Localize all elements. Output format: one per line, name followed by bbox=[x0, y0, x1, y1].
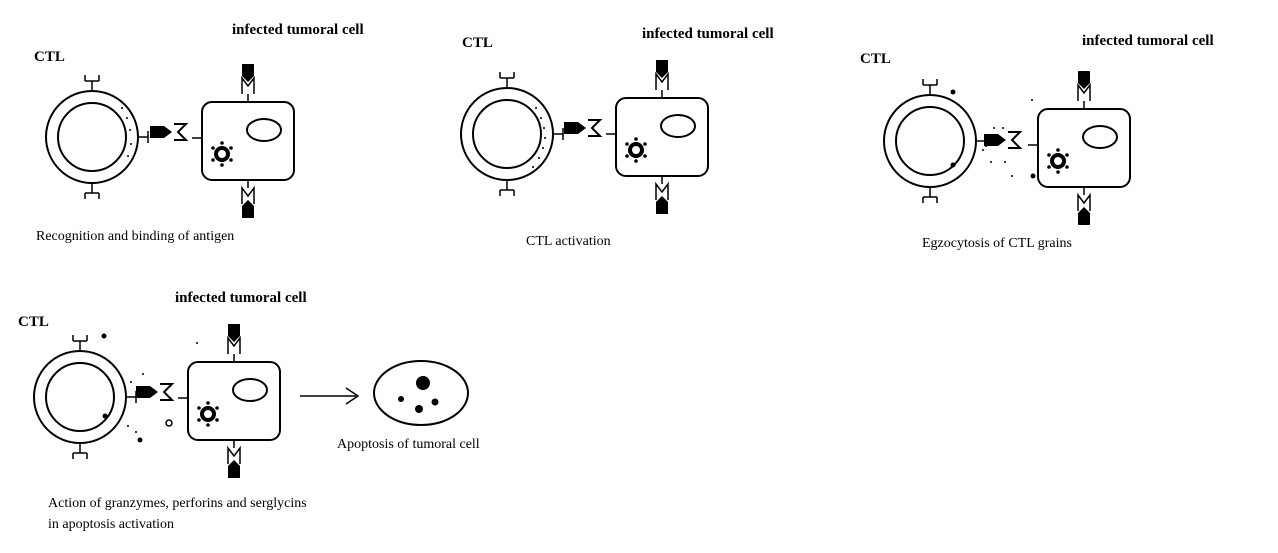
caption-line-2: in apoptosis activation bbox=[48, 517, 174, 532]
target-label: infected tumoral cell bbox=[642, 26, 774, 42]
ctl-label: CTL bbox=[462, 35, 493, 51]
target-label: infected tumoral cell bbox=[232, 22, 364, 38]
caption: Egzocytosis of CTL grains bbox=[922, 236, 1072, 251]
ctl-cell bbox=[45, 74, 149, 200]
perforin-pore bbox=[165, 419, 173, 427]
ctl-cell bbox=[883, 78, 987, 204]
panel-apoptosis-activation: CTL infected tumoral cell Apoptosis of t… bbox=[18, 290, 480, 532]
caption: Recognition and binding of antigen bbox=[36, 229, 234, 244]
binding-complex bbox=[983, 131, 1021, 149]
ctl-cell bbox=[33, 334, 137, 460]
caption-line-1: Action of granzymes, perforins and sergl… bbox=[48, 496, 307, 511]
released-granules bbox=[101, 333, 198, 443]
result-caption: Apoptosis of tumoral cell bbox=[337, 437, 480, 452]
target-label: infected tumoral cell bbox=[175, 290, 307, 306]
target-cell bbox=[191, 63, 295, 219]
ctl-label: CTL bbox=[860, 51, 891, 67]
ctl-label: CTL bbox=[34, 49, 65, 65]
target-cell bbox=[1027, 70, 1131, 226]
binding-complex bbox=[149, 123, 187, 141]
binding-complex bbox=[563, 119, 601, 137]
transition-arrow bbox=[300, 387, 360, 405]
panel-activation: CTL infected tumoral cell CTL activation bbox=[460, 26, 774, 249]
caption: CTL activation bbox=[526, 234, 611, 249]
ctl-granules bbox=[121, 107, 132, 157]
target-cell bbox=[605, 59, 709, 215]
ctl-granules bbox=[532, 107, 546, 168]
apoptotic-cell bbox=[373, 360, 469, 426]
ctl-cell bbox=[460, 71, 564, 197]
binding-complex bbox=[135, 383, 173, 401]
panel-exocytosis: CTL infected tumoral cell Egzocytosis of… bbox=[860, 33, 1214, 251]
target-label: infected tumoral cell bbox=[1082, 33, 1214, 49]
ctl-label: CTL bbox=[18, 314, 49, 330]
target-cell bbox=[177, 323, 281, 479]
panel-recognition: CTL infected tumoral cell Recognition an… bbox=[34, 22, 364, 244]
